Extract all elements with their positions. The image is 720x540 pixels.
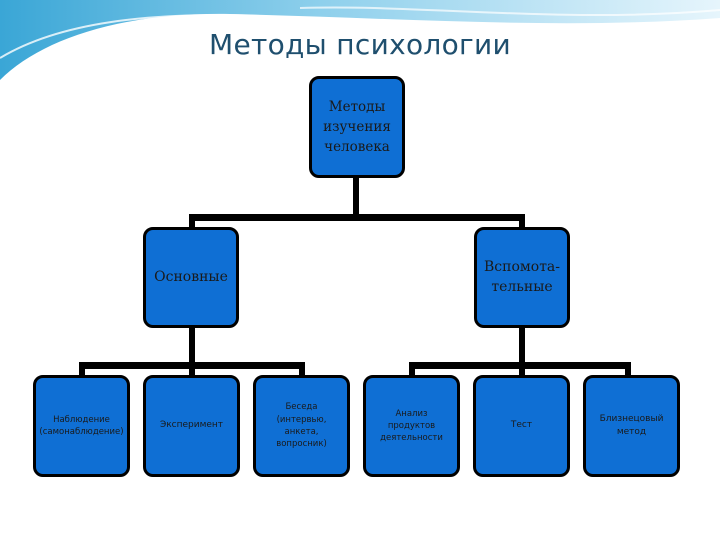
leaf-label-experiment: Эксперимент — [159, 420, 224, 431]
leaf-label-twin-method: Близнецовый метод — [599, 413, 664, 437]
group-label-auxiliary: Вспомота-тельные — [483, 258, 561, 295]
leaf-node-product-analysis: Анализ продуктов деятельности — [363, 375, 460, 477]
leaf-label-product-analysis: Анализ продуктов деятельности — [380, 408, 443, 444]
leaf-node-twin-method: Близнецовый метод — [583, 375, 680, 477]
leaf-node-experiment: Эксперимент — [143, 375, 240, 477]
leaf-node-observation: Наблюдение (самонаблюдение) — [33, 375, 130, 477]
group-label-main: Основные — [154, 268, 228, 285]
header-swoosh-decoration — [0, 0, 720, 80]
root-node-label: Методы изучения человека — [323, 98, 391, 156]
root-node-box: Методы изучения человека — [309, 76, 405, 178]
leaf-label-test: Тест — [510, 420, 533, 431]
leaf-label-observation: Наблюдение (самонаблюдение) — [39, 414, 124, 437]
group-node-main: Основные — [143, 227, 239, 328]
leaf-node-test: Тест — [473, 375, 570, 477]
slide-title: Методы психологии — [208, 28, 512, 61]
leaf-node-conversation: Беседа (интервью, анкета, вопросник) — [253, 375, 350, 477]
leaf-label-conversation: Беседа (интервью, анкета, вопросник) — [276, 402, 327, 450]
group-node-auxiliary: Вспомота-тельные — [474, 227, 570, 328]
